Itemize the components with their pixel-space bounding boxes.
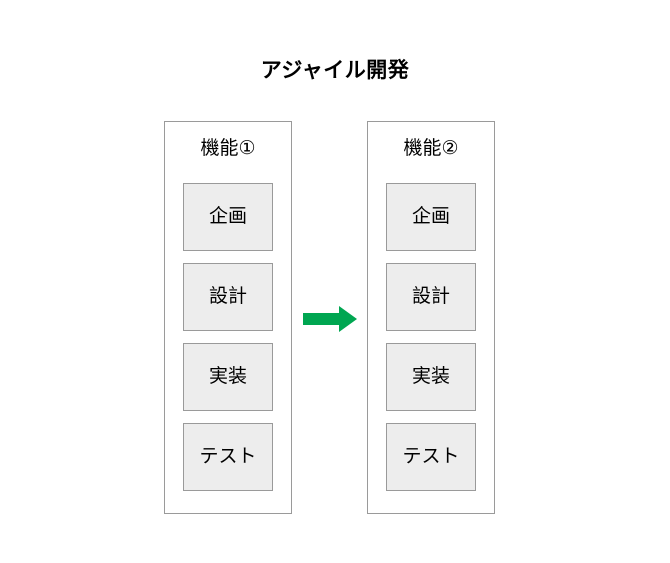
page-title: アジャイル開発: [260, 59, 410, 82]
phase-box-design[interactable]: 設計: [386, 263, 476, 331]
phase-box-implementation[interactable]: 実装: [386, 343, 476, 411]
feature-column-1: 機能① 企画 設計 実装 テスト: [164, 121, 292, 514]
feature-column-2-phase-list: 企画 設計 実装 テスト: [386, 183, 476, 491]
feature-column-2-header: 機能②: [403, 138, 459, 159]
phase-box-test[interactable]: テスト: [183, 423, 273, 491]
phase-box-planning[interactable]: 企画: [183, 183, 273, 251]
phase-box-test[interactable]: テスト: [386, 423, 476, 491]
phase-box-design[interactable]: 設計: [183, 263, 273, 331]
phase-box-implementation[interactable]: 実装: [183, 343, 273, 411]
phase-box-planning[interactable]: 企画: [386, 183, 476, 251]
feature-column-1-header: 機能①: [200, 138, 256, 159]
arrow-right-icon: [303, 306, 357, 332]
feature-column-1-phase-list: 企画 設計 実装 テスト: [183, 183, 273, 491]
feature-column-2: 機能② 企画 設計 実装 テスト: [367, 121, 495, 514]
